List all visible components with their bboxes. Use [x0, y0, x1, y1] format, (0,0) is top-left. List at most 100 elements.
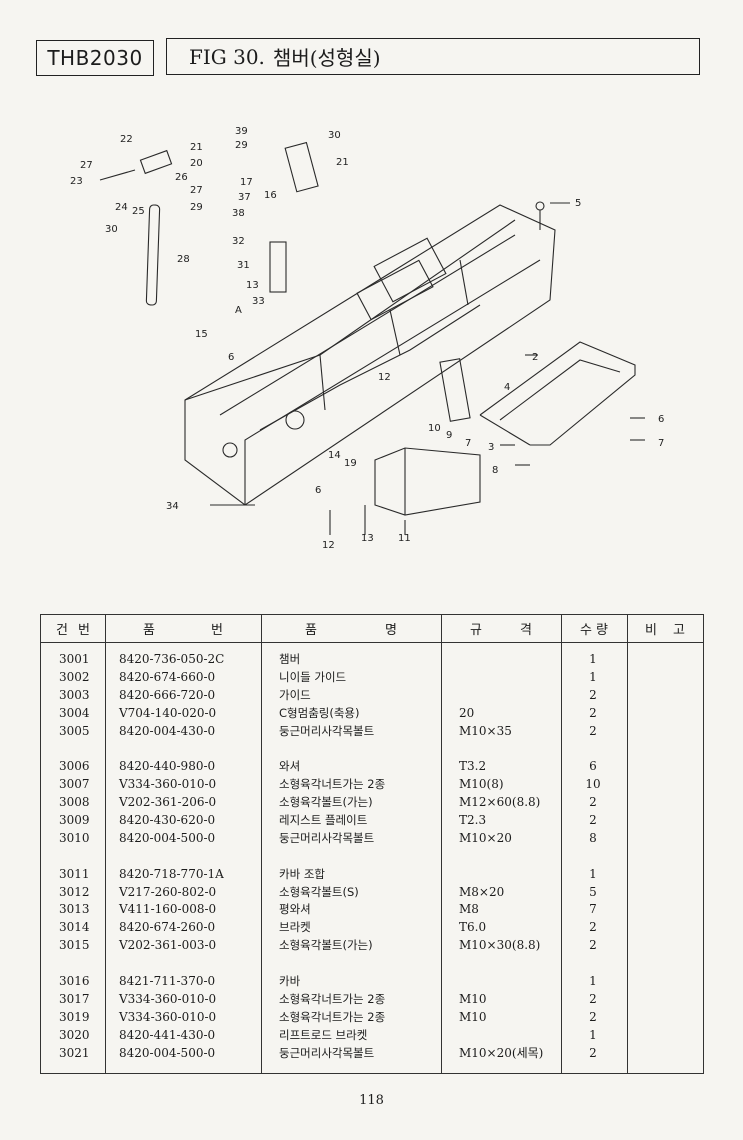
- cell-qty: 2: [589, 938, 597, 953]
- cell-part-name: 소형육각볼트(가는): [279, 795, 373, 810]
- header-name-2: 명: [385, 623, 397, 638]
- cell-part-name: 챔버: [279, 652, 301, 666]
- cell-item-no: 3001: [59, 652, 90, 666]
- header-spec-2: 격: [520, 623, 532, 638]
- header-spec-1: 규: [470, 623, 482, 638]
- svg-text:A: A: [235, 305, 242, 316]
- cell-qty: 8: [589, 830, 597, 845]
- cell-qty: 2: [589, 813, 597, 828]
- diagram-callouts: 22 21 20 26 27 27 23 24 25 29 30 28 39 2…: [70, 126, 664, 551]
- cell-part-name: 둥근머리사각목볼트: [279, 830, 375, 845]
- cell-spec: M10×20: [459, 830, 512, 845]
- svg-text:34: 34: [166, 501, 179, 512]
- cell-item-no: 3003: [59, 687, 90, 702]
- cell-spec: M10: [459, 1009, 487, 1024]
- cell-item-no: 3007: [59, 777, 90, 792]
- cell-qty: 2: [589, 1009, 597, 1024]
- svg-text:19: 19: [344, 458, 357, 469]
- cell-item-no: 3005: [59, 723, 90, 738]
- cell-qty: 2: [589, 991, 597, 1006]
- svg-text:22: 22: [120, 134, 133, 145]
- cell-part-no: 8420-004-430-0: [119, 723, 216, 738]
- cell-qty: 2: [589, 723, 597, 738]
- svg-text:4: 4: [504, 382, 510, 393]
- svg-text:21: 21: [336, 157, 349, 168]
- table-row-spacer: [41, 848, 703, 866]
- table-header: 건 번 품 번 품 명 규 격 수 량 비 고: [41, 615, 703, 643]
- cell-part-no: 8420-440-980-0: [119, 759, 216, 774]
- cell-spec: M8×20: [459, 884, 505, 899]
- cell-part-no: V334-360-010-0: [119, 991, 217, 1006]
- svg-text:31: 31: [237, 260, 250, 271]
- cell-part-no: V704-140-020-0: [119, 705, 217, 720]
- svg-text:16: 16: [264, 190, 277, 201]
- cell-part-name: 브라켓: [279, 920, 311, 935]
- header-part-no: 품 번: [105, 615, 261, 642]
- svg-text:12: 12: [378, 372, 391, 383]
- svg-text:11: 11: [398, 533, 411, 544]
- cell-item-no: 3013: [59, 902, 90, 917]
- lift-rod-bracket: [145, 204, 161, 306]
- column-divider: [561, 615, 562, 1073]
- cell-item-no: 3019: [59, 1009, 90, 1024]
- cell-part-name: 리프트로드 브라켓: [279, 1027, 368, 1042]
- model-label-box: THB2030: [36, 40, 154, 76]
- header-part-no-1: 품: [143, 623, 155, 638]
- cell-item-no: 3017: [59, 991, 90, 1006]
- cell-part-no: V202-361-206-0: [119, 795, 217, 810]
- model-label: THB2030: [47, 46, 143, 70]
- cell-part-name: 소형육각너트가는 2종: [279, 1009, 386, 1024]
- header-part-no-2: 번: [211, 623, 223, 638]
- svg-text:7: 7: [658, 438, 664, 449]
- cell-item-no: 3009: [59, 813, 90, 828]
- cell-spec: T2.3: [459, 813, 487, 828]
- cell-qty: 1: [589, 669, 597, 684]
- figure-title-box: FIG 30. 챔버(성형실): [166, 38, 700, 75]
- cell-qty: 2: [589, 795, 597, 810]
- cell-spec: M12×60(8.8): [459, 795, 541, 810]
- cell-item-no: 3006: [59, 759, 90, 774]
- svg-text:29: 29: [235, 140, 248, 151]
- cell-part-name: 평와셔: [279, 902, 311, 917]
- cell-item-no: 3002: [59, 669, 90, 684]
- column-divider: [261, 615, 262, 1073]
- cell-qty: 10: [585, 777, 601, 792]
- cell-spec: M8: [459, 902, 479, 917]
- svg-text:38: 38: [232, 208, 245, 219]
- cell-part-name: C형멈춤링(축용): [279, 705, 360, 720]
- cell-part-name: 와셔: [279, 759, 301, 774]
- column-divider: [441, 615, 442, 1073]
- svg-text:13: 13: [361, 533, 374, 544]
- cell-qty: 2: [589, 705, 597, 720]
- cell-part-name: 레지스트 플레이트: [279, 813, 368, 828]
- column-divider: [105, 615, 106, 1073]
- svg-text:30: 30: [105, 224, 118, 235]
- cell-item-no: 3004: [59, 705, 90, 720]
- cell-spec: M10×30(8.8): [459, 938, 541, 953]
- cell-item-no: 3021: [59, 1045, 90, 1060]
- cell-item-no: 3011: [59, 866, 90, 881]
- exploded-parts-diagram: 22 21 20 26 27 27 23 24 25 29 30 28 39 2…: [70, 126, 664, 551]
- header-no-2: 번: [78, 623, 90, 638]
- cell-spec: T6.0: [459, 920, 487, 935]
- cell-part-name: 소형육각볼트(가는): [279, 938, 373, 953]
- cell-part-no: 8420-666-720-0: [119, 687, 216, 702]
- svg-text:29: 29: [190, 202, 203, 213]
- svg-text:14: 14: [328, 450, 341, 461]
- svg-text:6: 6: [228, 352, 234, 363]
- cell-spec: T3.2: [459, 759, 487, 774]
- svg-text:27: 27: [190, 185, 203, 196]
- svg-text:39: 39: [235, 126, 248, 137]
- svg-text:10: 10: [428, 423, 441, 434]
- svg-text:3: 3: [488, 442, 494, 453]
